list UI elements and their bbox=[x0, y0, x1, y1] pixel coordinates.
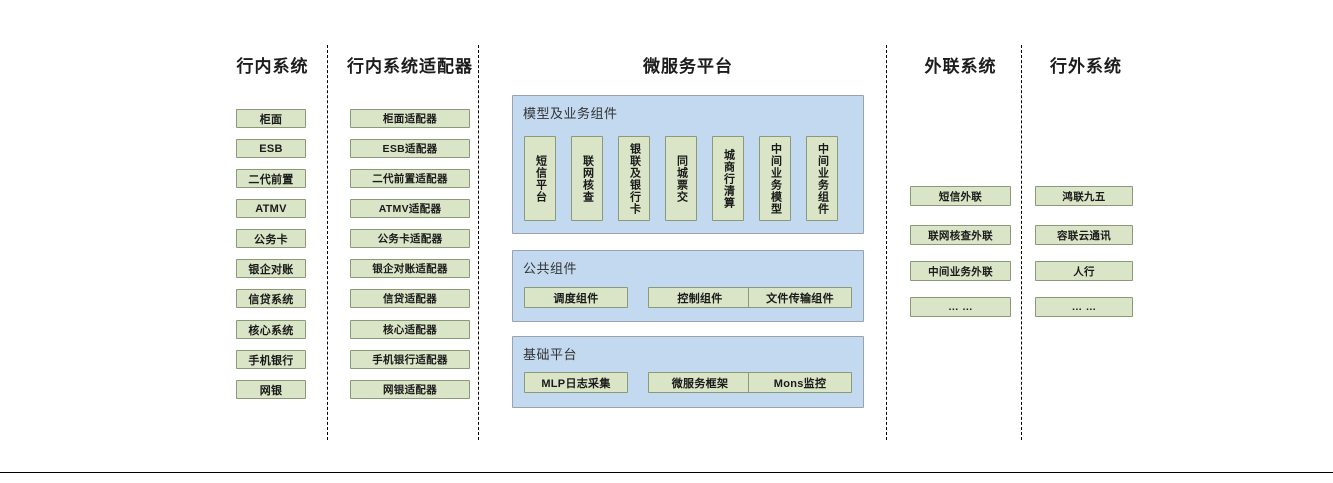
separator-platform-external bbox=[886, 45, 887, 440]
separator-external-outbank bbox=[1021, 45, 1022, 440]
node-model-6[interactable]: 中间业务组件 bbox=[806, 136, 838, 221]
node-public-1[interactable]: 控制组件 bbox=[648, 287, 752, 308]
panel-title-model-business-components: 模型及业务组件 bbox=[523, 106, 618, 121]
column-header-adapter: 行内系统适配器 bbox=[347, 57, 473, 76]
node-public-2[interactable]: 文件传输组件 bbox=[748, 287, 852, 308]
node-inbank-6[interactable]: 信贷系统 bbox=[236, 289, 306, 308]
node-adapter-0[interactable]: 柜面适配器 bbox=[350, 109, 470, 128]
bottom-divider bbox=[0, 472, 1333, 473]
node-inbank-0[interactable]: 柜面 bbox=[236, 109, 306, 128]
node-inbank-5[interactable]: 银企对账 bbox=[236, 259, 306, 278]
node-inbank-1[interactable]: ESB bbox=[236, 139, 306, 158]
node-adapter-7[interactable]: 核心适配器 bbox=[350, 320, 470, 339]
node-adapter-4[interactable]: 公务卡适配器 bbox=[350, 229, 470, 248]
node-base-0[interactable]: MLP日志采集 bbox=[524, 372, 628, 393]
node-model-0[interactable]: 短信平台 bbox=[524, 136, 556, 221]
node-base-2[interactable]: Mons监控 bbox=[748, 372, 852, 393]
node-inbank-2[interactable]: 二代前置 bbox=[236, 169, 306, 188]
node-model-2[interactable]: 银联及银行卡 bbox=[618, 136, 650, 221]
node-adapter-9[interactable]: 网银适配器 bbox=[350, 380, 470, 399]
node-external-3[interactable]: … … bbox=[910, 297, 1011, 317]
node-adapter-3[interactable]: ATMV适配器 bbox=[350, 199, 470, 218]
panel-public-components: 公共组件 bbox=[512, 250, 864, 322]
node-model-4[interactable]: 城商行清算 bbox=[712, 136, 744, 221]
column-header-inbank: 行内系统 bbox=[236, 57, 309, 76]
column-header-external-link: 外联系统 bbox=[924, 57, 997, 76]
node-adapter-8[interactable]: 手机银行适配器 bbox=[350, 350, 470, 369]
node-outbank-2[interactable]: 人行 bbox=[1035, 261, 1133, 281]
node-model-3[interactable]: 同城票交 bbox=[665, 136, 697, 221]
column-header-outbank: 行外系统 bbox=[1050, 57, 1122, 76]
node-model-1[interactable]: 联网核查 bbox=[571, 136, 603, 221]
node-adapter-2[interactable]: 二代前置适配器 bbox=[350, 169, 470, 188]
node-inbank-8[interactable]: 手机银行 bbox=[236, 350, 306, 369]
node-base-1[interactable]: 微服务框架 bbox=[648, 372, 752, 393]
node-external-1[interactable]: 联网核查外联 bbox=[910, 225, 1011, 245]
node-external-0[interactable]: 短信外联 bbox=[910, 186, 1011, 206]
node-outbank-3[interactable]: … … bbox=[1035, 297, 1133, 317]
node-adapter-1[interactable]: ESB适配器 bbox=[350, 139, 470, 158]
node-inbank-4[interactable]: 公务卡 bbox=[236, 229, 306, 248]
node-public-0[interactable]: 调度组件 bbox=[524, 287, 628, 308]
node-outbank-0[interactable]: 鸿联九五 bbox=[1035, 186, 1133, 206]
panel-title-public-components: 公共组件 bbox=[523, 261, 578, 276]
node-model-5[interactable]: 中间业务模型 bbox=[759, 136, 791, 221]
node-inbank-9[interactable]: 网银 bbox=[236, 380, 306, 399]
node-outbank-1[interactable]: 容联云通讯 bbox=[1035, 225, 1133, 245]
node-adapter-6[interactable]: 信贷适配器 bbox=[350, 289, 470, 308]
node-inbank-7[interactable]: 核心系统 bbox=[236, 320, 306, 339]
column-header-platform: 微服务平台 bbox=[643, 57, 733, 76]
node-adapter-5[interactable]: 银企对账适配器 bbox=[350, 259, 470, 278]
node-inbank-3[interactable]: ATMV bbox=[236, 199, 306, 218]
separator-inbank-adapter bbox=[327, 45, 328, 440]
node-external-2[interactable]: 中间业务外联 bbox=[910, 261, 1011, 281]
panel-title-base-platform: 基础平台 bbox=[523, 347, 578, 362]
separator-adapter-platform bbox=[478, 45, 479, 440]
